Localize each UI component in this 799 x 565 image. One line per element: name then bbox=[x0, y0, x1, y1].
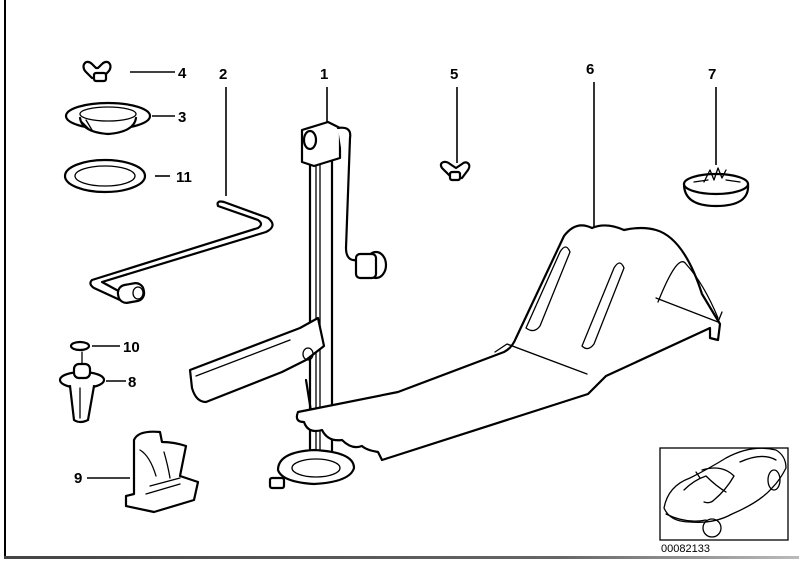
callout-11[interactable]: 11 bbox=[176, 169, 192, 186]
part-5-wing-nut[interactable] bbox=[439, 160, 471, 182]
frame-border-left bbox=[4, 0, 6, 558]
callout-6[interactable]: 6 bbox=[586, 61, 594, 78]
part-9-clip[interactable] bbox=[124, 430, 200, 514]
car-outline-icon bbox=[663, 447, 787, 538]
part-10-washer[interactable] bbox=[69, 340, 91, 352]
thumbnail-frame bbox=[659, 447, 789, 541]
callout-1[interactable]: 1 bbox=[320, 66, 328, 83]
callout-9[interactable]: 9 bbox=[74, 470, 82, 487]
diagram-reference-number: 00082133 bbox=[661, 543, 710, 555]
callout-5[interactable]: 5 bbox=[450, 66, 458, 83]
callout-2[interactable]: 2 bbox=[219, 66, 227, 83]
part-1-car-jack[interactable] bbox=[188, 120, 388, 490]
part-2-wheel-wrench[interactable] bbox=[89, 200, 274, 305]
callout-7[interactable]: 7 bbox=[708, 66, 716, 83]
frame-border-bottom bbox=[4, 556, 799, 559]
part-11-sealing-ring[interactable] bbox=[63, 158, 147, 194]
part-3-holder-cup[interactable] bbox=[64, 101, 152, 136]
callout-4[interactable]: 4 bbox=[178, 65, 187, 82]
part-7-spare-wheel-holder[interactable] bbox=[682, 167, 750, 208]
part-4-wing-nut[interactable] bbox=[82, 60, 112, 83]
callout-8[interactable]: 8 bbox=[128, 374, 136, 391]
part-6-wheel-chock[interactable] bbox=[295, 224, 723, 462]
vehicle-thumbnail: 00082133 bbox=[659, 447, 789, 555]
callout-10[interactable]: 10 bbox=[123, 339, 140, 356]
callout-3[interactable]: 3 bbox=[178, 109, 186, 126]
part-8-expanding-rivet[interactable] bbox=[58, 351, 106, 424]
